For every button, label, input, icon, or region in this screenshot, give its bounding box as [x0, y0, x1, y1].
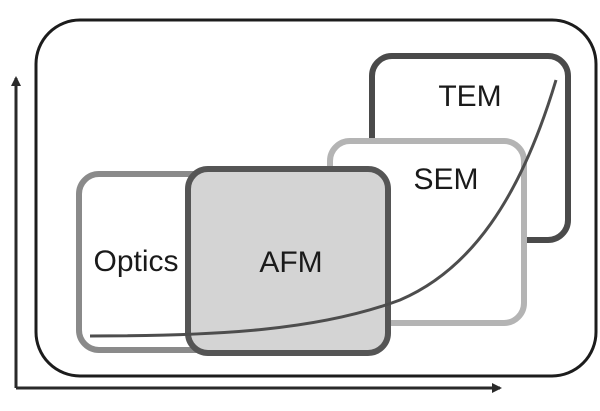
optics-label: Optics — [93, 245, 178, 278]
tem-label: TEM — [438, 80, 501, 113]
trend-curve — [89, 79, 558, 338]
sem-label: SEM — [413, 163, 478, 196]
afm-label: AFM — [259, 246, 322, 279]
outer-frame — [34, 18, 598, 378]
afm-box — [185, 166, 391, 356]
